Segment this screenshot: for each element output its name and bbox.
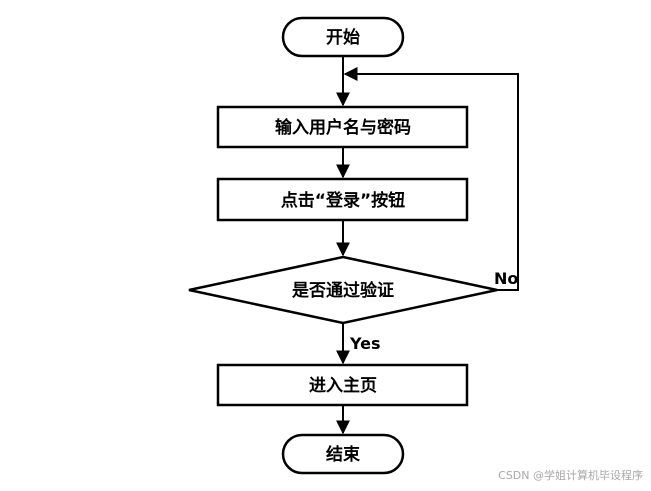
csdn-watermark: CSDN @学姐计算机毕设程序 [498, 469, 643, 482]
start-node: 开始 [281, 16, 405, 58]
input-credentials-node: 输入用户名与密码 [216, 105, 469, 149]
end-node: 结束 [281, 433, 405, 475]
yes-label: Yes [349, 334, 381, 353]
verification-decision-label: 是否通过验证 [292, 280, 394, 301]
verification-decision-node: 是否通过验证 [188, 255, 498, 325]
click-login-label: 点击“登录”按钮 [281, 190, 405, 211]
no-label: No [494, 269, 518, 288]
enter-homepage-node: 进入主页 [216, 363, 469, 407]
enter-homepage-label: 进入主页 [309, 375, 377, 396]
start-node-label: 开始 [326, 27, 360, 48]
end-node-label: 结束 [326, 444, 360, 465]
input-credentials-label: 输入用户名与密码 [275, 117, 411, 138]
click-login-node: 点击“登录”按钮 [216, 177, 469, 222]
arrow-no-loop [343, 67, 519, 291]
